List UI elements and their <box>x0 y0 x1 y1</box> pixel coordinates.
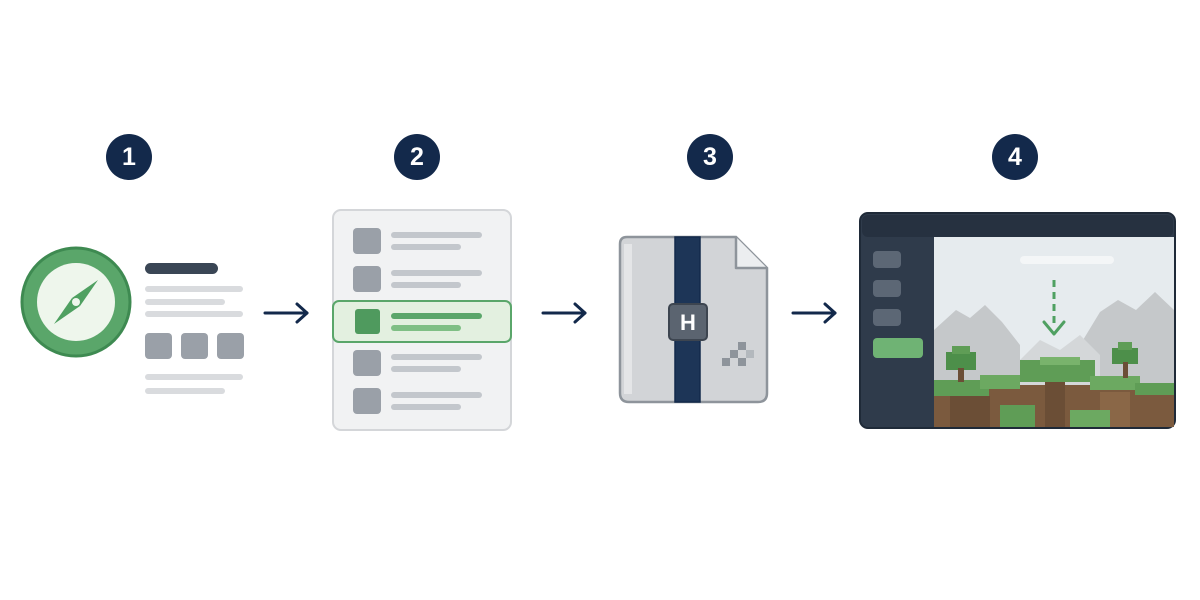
archive-file-icon: H <box>618 235 769 404</box>
arrow-1-icon <box>263 302 309 324</box>
step-1-badge: 1 <box>106 134 152 180</box>
step-1-number: 1 <box>122 142 136 171</box>
compass-icon <box>20 246 132 358</box>
step-4-number: 4 <box>1008 142 1022 171</box>
archive-label: H <box>680 310 696 335</box>
game-viewport <box>934 237 1174 427</box>
step-2-badge: 2 <box>394 134 440 180</box>
step-3-badge: 3 <box>687 134 733 180</box>
list-select-icon <box>332 209 512 431</box>
selected-sidebar-item <box>873 338 923 358</box>
arrow-3-icon <box>791 302 837 324</box>
game-window-icon <box>859 212 1176 429</box>
web-page-icon <box>145 263 244 394</box>
step-2-number: 2 <box>410 142 424 171</box>
step-3-number: 3 <box>703 142 717 171</box>
arrow-2-icon <box>541 302 587 324</box>
step-4-badge: 4 <box>992 134 1038 180</box>
